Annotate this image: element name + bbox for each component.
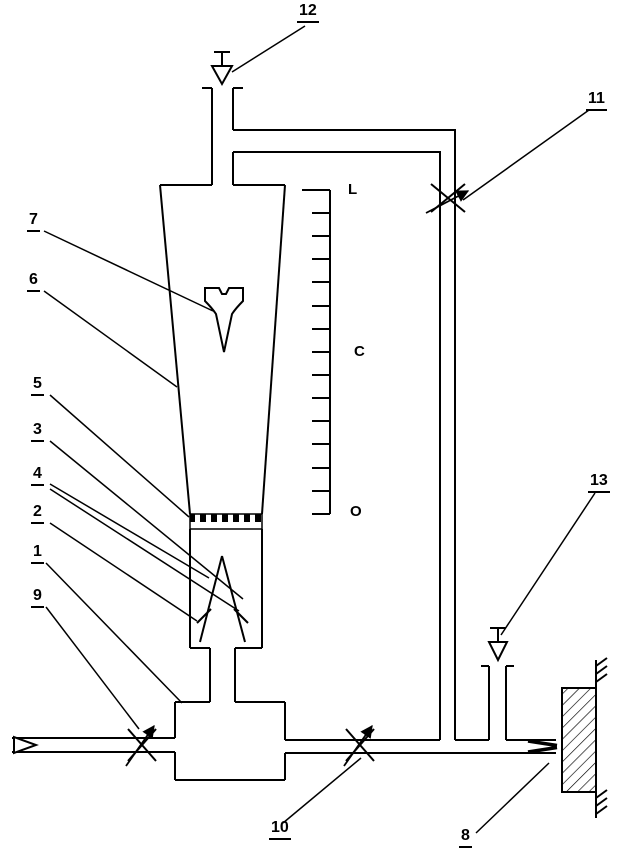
riser-pipe (233, 129, 456, 740)
leader-8 (475, 762, 550, 834)
part-label-2: 2 (31, 504, 44, 524)
leader-7 (43, 230, 214, 312)
part-label-9: 9 (31, 588, 44, 608)
part-label-13: 13 (588, 473, 610, 493)
wall (561, 657, 608, 818)
part-label-8: 8 (459, 828, 472, 848)
leader-2 (49, 522, 198, 622)
nozzle (527, 739, 558, 754)
part-label-12: 12 (297, 3, 319, 23)
top-vent-pipe (202, 87, 243, 185)
part-label-10: 10 (269, 820, 291, 840)
scale-label-top: L (348, 181, 358, 198)
part-label-11: 11 (586, 91, 607, 111)
control-valve-11 (425, 183, 470, 214)
vent-valve-13 (481, 627, 514, 740)
part-label-6: 6 (27, 272, 40, 292)
leader-13 (500, 492, 596, 636)
leader-11 (462, 109, 590, 201)
leader-1 (45, 562, 183, 704)
part-label-1: 1 (31, 544, 44, 564)
leader-10 (282, 757, 362, 824)
inlet-chamber (174, 701, 286, 781)
leader-lines (43, 25, 596, 834)
outlet-pipe (285, 739, 556, 754)
control-valve-10 (343, 724, 375, 767)
perforated-plate (189, 513, 263, 530)
leader-3 (49, 440, 244, 600)
tapered-tube (159, 184, 286, 702)
control-valve-9 (125, 724, 157, 767)
scale-ruler (302, 189, 331, 515)
part-label-4: 4 (31, 466, 44, 486)
inlet-pipe (12, 735, 175, 755)
leader-6 (43, 290, 178, 388)
part-label-3: 3 (31, 422, 44, 442)
scale-label-bottom: O (350, 503, 362, 520)
inner-cone (196, 555, 249, 643)
leader-5 (49, 394, 190, 518)
scale-label-middle: C (354, 343, 365, 360)
inlet-flow-arrow (13, 735, 39, 755)
part-label-5: 5 (31, 376, 44, 396)
leader-4b (49, 488, 240, 612)
leader-4a (49, 483, 210, 579)
leader-9 (45, 606, 140, 730)
vent-valve-12 (210, 51, 234, 87)
float (204, 287, 244, 353)
part-label-7: 7 (27, 212, 40, 232)
leader-12 (231, 25, 306, 73)
